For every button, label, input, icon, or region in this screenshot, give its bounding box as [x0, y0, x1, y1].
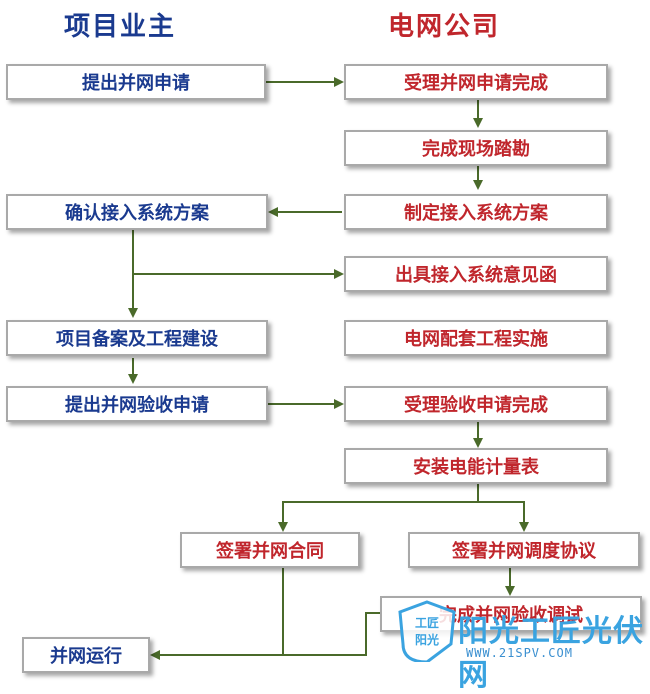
- watermark-url: WWW.21SPV.COM: [466, 646, 573, 660]
- step-confirm-access-plan: 确认接入系统方案: [6, 194, 268, 230]
- watermark-logo: 工匠 阳光: [398, 600, 456, 662]
- step-apply-acceptance: 提出并网验收申请: [6, 386, 268, 422]
- step-sign-dispatch-agreement: 签署并网调度协议: [408, 532, 640, 568]
- step-draft-access-plan: 制定接入系统方案: [344, 194, 608, 230]
- step-site-survey: 完成现场踏勘: [344, 130, 608, 166]
- step-apply-connection: 提出并网申请: [6, 64, 266, 100]
- step-sign-contract: 签署并网合同: [180, 532, 360, 568]
- step-grid-supporting-works: 电网配套工程实施: [344, 320, 608, 356]
- step-filing-construction: 项目备案及工程建设: [6, 320, 268, 356]
- step-accept-acceptance: 受理验收申请完成: [344, 386, 608, 422]
- step-accept-application: 受理并网申请完成: [344, 64, 608, 100]
- watermark-brand: 阳光工匠光伏网: [458, 614, 644, 693]
- grid-company-column-title: 电网公司: [388, 12, 501, 42]
- owner-column-title: 项目业主: [64, 12, 177, 42]
- watermark-badge-line2: 阳光: [415, 632, 439, 647]
- connector-meter-split: [278, 483, 479, 532]
- connector-debug-to-operation: [150, 612, 380, 660]
- flow-connectors: [128, 77, 529, 660]
- step-install-meter: 安装电能计量表: [344, 448, 608, 484]
- connector-meter-to-dispatch: [478, 501, 529, 532]
- step-grid-operation: 并网运行: [22, 637, 150, 673]
- step-issue-opinion-letter: 出具接入系统意见函: [344, 256, 608, 292]
- watermark-badge-line1: 工匠: [415, 616, 439, 630]
